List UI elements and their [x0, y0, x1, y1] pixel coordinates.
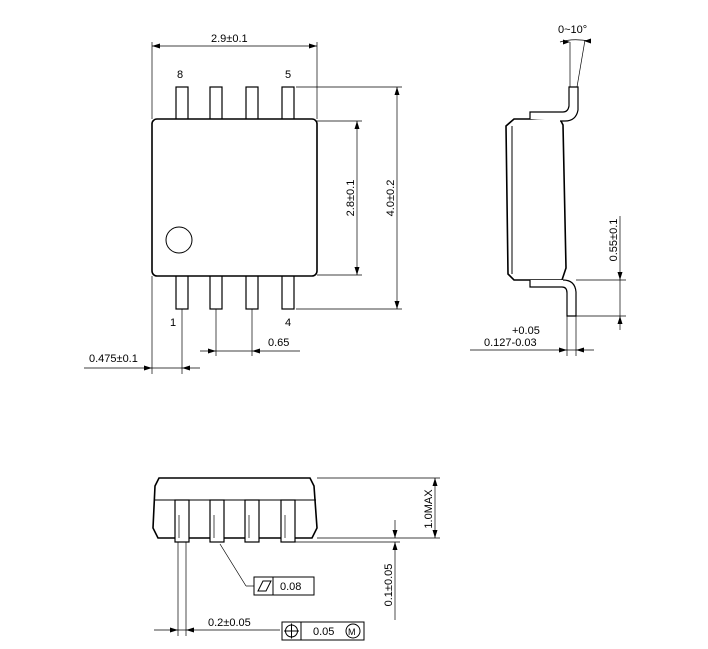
pin-5	[281, 86, 295, 122]
package-body-side	[505, 118, 567, 281]
package-body-top	[151, 118, 318, 277]
end-leads	[174, 499, 296, 543]
side-view: 0~10° 0.55±0.1 +0.05 0.127-0.03	[470, 24, 626, 356]
pitch-dimension: 0.65	[268, 337, 289, 349]
pin-7	[209, 86, 223, 122]
package-body-end	[152, 477, 318, 539]
upper-lead	[529, 86, 579, 122]
flatness-callout: 0.08	[253, 576, 315, 596]
position-callout: 0.05 M	[281, 621, 365, 641]
total-length-dimension: 4.0±0.2	[385, 180, 397, 217]
pin-6	[245, 86, 259, 122]
pin-number-5: 5	[285, 69, 291, 81]
lead-thickness-dimension: 0.127-0.03	[484, 337, 537, 349]
standoff-dimension: 0.1±0.05	[383, 564, 395, 607]
pin-offset-dimension: 0.475±0.1	[89, 353, 138, 365]
lower-lead	[529, 279, 577, 317]
pin-number-8: 8	[177, 69, 183, 81]
lead-angle-dimension: 0~10°	[558, 24, 587, 36]
pin1-marker-icon	[165, 226, 193, 254]
pin-8	[175, 86, 189, 122]
position-value: 0.05	[313, 626, 334, 638]
package-height-dimension: 1.0MAX	[423, 489, 435, 529]
modifier-icon	[345, 623, 361, 639]
flatness-icon	[257, 580, 272, 592]
end-view: 1.0MAX 0.1±0.05 0.2±0.05 0.08	[152, 477, 440, 641]
modifier-label: M	[348, 627, 356, 637]
body-length-dimension: 2.8±0.1	[345, 180, 357, 217]
pin-number-4: 4	[285, 317, 291, 329]
flatness-value: 0.08	[280, 581, 301, 593]
lead-length-dimension: 0.55±0.1	[608, 219, 620, 262]
top-view: 2.9±0.1 8 5 1 4 2.8±0.1 4.0±0.2 0.65 0	[84, 33, 402, 374]
lead-width-dimension: 0.2±0.05	[208, 617, 251, 629]
pin-number-1: 1	[170, 317, 176, 329]
thickness-tolerance: +0.05	[512, 325, 540, 337]
width-dimension: 2.9±0.1	[211, 33, 248, 45]
